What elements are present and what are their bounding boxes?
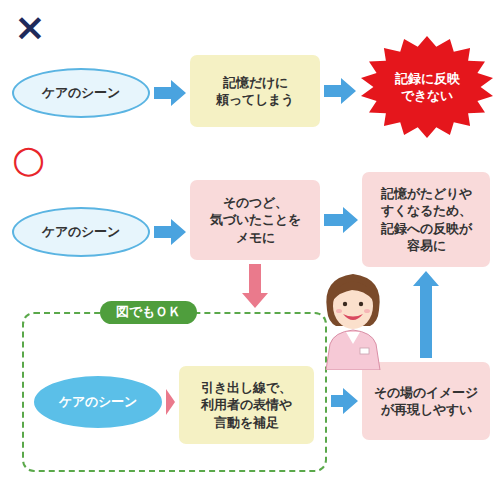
node-text: ケアのシーン xyxy=(59,393,137,410)
process-box: そのつど、 気づいたことを メモに xyxy=(190,180,320,260)
flow-arrow xyxy=(331,388,358,414)
starburst-outline xyxy=(361,36,493,138)
flow-arrow xyxy=(324,78,356,104)
result-box: 記憶がたどりや すくなるため、 記録への反映が 容易に xyxy=(362,172,490,267)
flow-arrow xyxy=(242,264,268,308)
flow-arrow xyxy=(154,80,186,106)
node-text: 引き出し線で、 利用者の表情や 言動を補足 xyxy=(191,379,302,430)
node-text: 記憶だけに 頼ってしまう xyxy=(202,74,308,108)
starburst-shape xyxy=(360,36,494,138)
flow-arrow xyxy=(154,219,186,245)
process-box: 記憶だけに 頼ってしまう xyxy=(190,55,320,127)
result-box: その場のイメージ が再現しやすい xyxy=(362,362,490,440)
scene-ellipse: ケアのシーン xyxy=(12,68,150,118)
node-text: そのつど、 気づいたことを メモに xyxy=(200,194,310,245)
result-starburst: 記録に反映 できない xyxy=(360,36,494,138)
node-text: 記憶がたどりや すくなるため、 記録への反映が 容易に xyxy=(372,185,480,254)
nurse-illustration xyxy=(318,266,388,370)
ng-mark: × xyxy=(14,8,46,46)
flow-arrow xyxy=(413,271,439,358)
ok-mark: ○ xyxy=(12,140,45,178)
process-box: 引き出し線で、 利用者の表情や 言動を補足 xyxy=(179,366,314,444)
scene-ellipse: ケアのシーン xyxy=(12,207,150,257)
scene-ellipse: ケアのシーン xyxy=(34,376,162,428)
dashed-group: 図でもＯＫケアのシーン引き出し線で、 利用者の表情や 言動を補足 xyxy=(22,312,327,472)
group-heading: 図でもＯＫ xyxy=(100,301,197,324)
node-text: 記録に反映 できない xyxy=(387,70,467,104)
flow-arrow xyxy=(166,389,175,415)
node-text: その場のイメージ が再現しやすい xyxy=(372,384,480,418)
node-text: ケアのシーン xyxy=(42,223,120,240)
node-text: ケアのシーン xyxy=(42,84,120,101)
flow-arrow xyxy=(324,207,358,233)
